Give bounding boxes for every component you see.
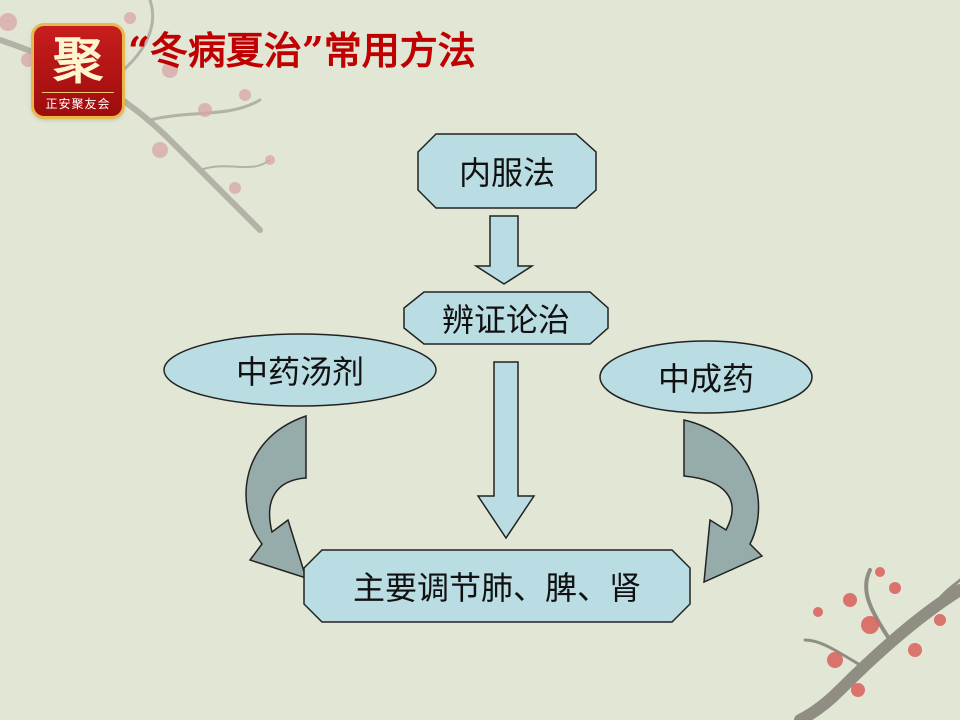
- node-syndrome-differentiation: 辨证论治: [441, 301, 570, 339]
- arrow-middle-to-bottom: [476, 361, 536, 540]
- arrow-right-curved: [683, 419, 764, 584]
- node-patent-medicine: 中成药: [657, 360, 754, 398]
- slide-title: “冬病夏治”常用方法: [128, 28, 476, 73]
- logo: 聚 正安聚友会: [34, 26, 122, 116]
- arrow-left-curved: [245, 414, 308, 580]
- logo-character: 聚: [53, 31, 103, 90]
- node-regulate-organs: 主要调节肺、脾、肾: [352, 569, 641, 607]
- node-oral-method: 内服法: [458, 154, 555, 192]
- logo-subtitle: 正安聚友会: [42, 92, 114, 112]
- node-herbal-decoction: 中药汤剂: [235, 353, 364, 391]
- arrow-top-to-middle: [473, 215, 535, 285]
